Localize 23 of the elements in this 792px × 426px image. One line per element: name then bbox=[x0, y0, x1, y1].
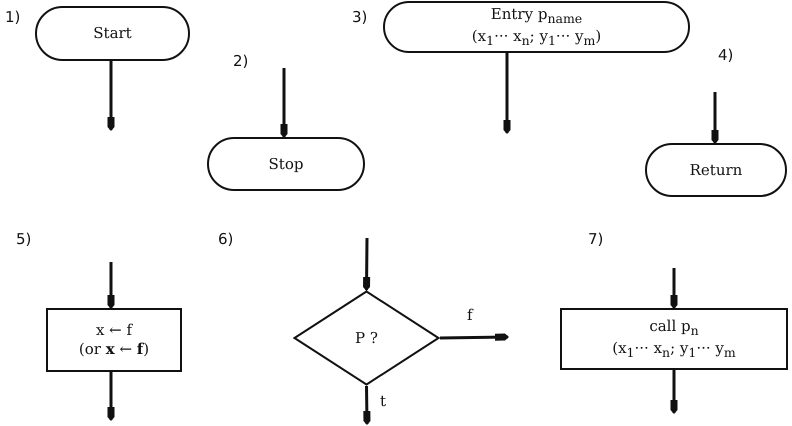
item-number: 5) bbox=[16, 230, 32, 248]
node-text: (x$_{1}$··· x$_{n}$; y$_{1}$··· y$_{m}$) bbox=[472, 27, 602, 49]
item-number: 7) bbox=[588, 230, 604, 248]
item-number: 1) bbox=[5, 8, 20, 26]
node-text: call p$_{n}$ bbox=[649, 317, 699, 339]
terminal-box bbox=[383, 1, 690, 53]
terminal-box bbox=[645, 143, 787, 197]
item-number: 6) bbox=[218, 230, 234, 248]
process-box bbox=[560, 308, 788, 370]
process-box bbox=[46, 308, 182, 372]
item-number: 3) bbox=[352, 8, 368, 26]
node-text: Start bbox=[93, 24, 132, 43]
node-text: P ? bbox=[355, 328, 378, 348]
item-number: 2) bbox=[233, 52, 248, 70]
node-text: Stop bbox=[268, 154, 304, 174]
decision-diamond bbox=[293, 290, 440, 386]
node-text: Entry p$_{name}$ bbox=[490, 5, 582, 27]
node-text: (x$_{1}$··· x$_{n}$; y$_{1}$··· y$_{m}$ bbox=[612, 339, 736, 361]
node-text: Return bbox=[690, 160, 742, 180]
terminal-box bbox=[207, 137, 365, 191]
node-text: x ← f bbox=[96, 321, 132, 340]
node-text: (or x ← f) bbox=[78, 340, 150, 359]
item-number: 4) bbox=[718, 46, 734, 64]
